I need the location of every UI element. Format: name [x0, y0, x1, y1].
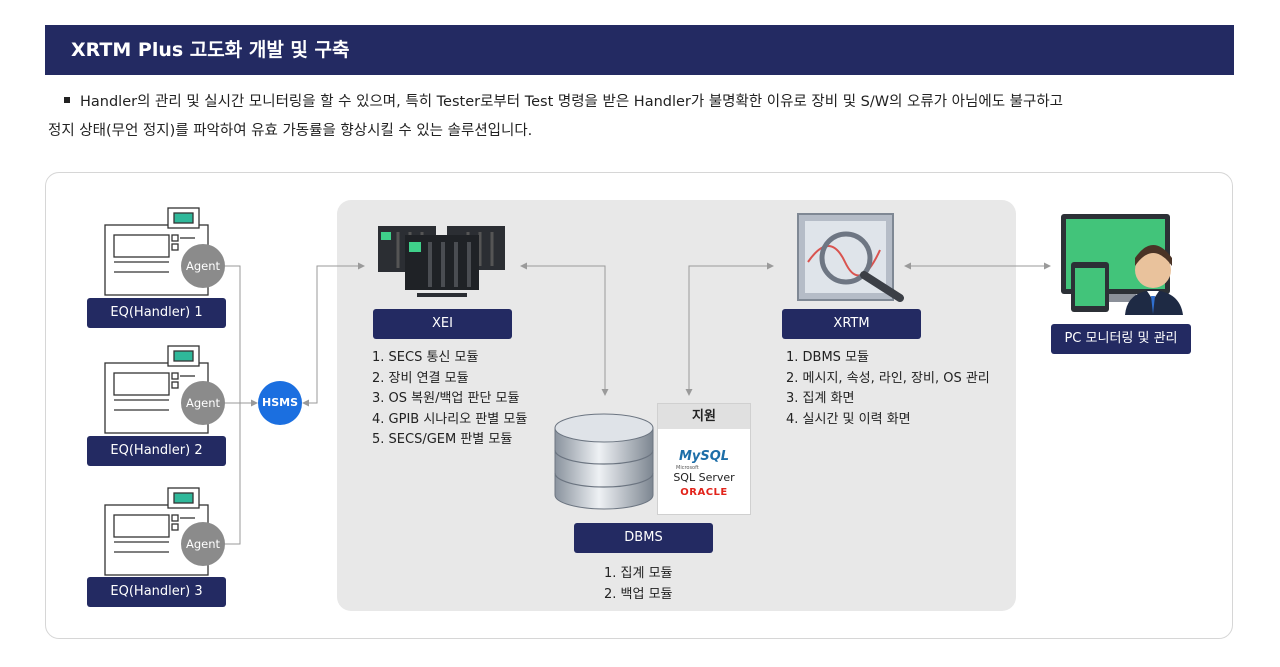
- page-title: XRTM Plus 고도화 개발 및 구축: [45, 25, 1234, 75]
- handler-machine-icon: [104, 207, 209, 296]
- xrtm-label: XRTM: [782, 309, 921, 339]
- supported-db-box: 지원 MySQL Microsoft SQL Server ORACLE: [657, 403, 751, 515]
- description: Handler의 관리 및 실시간 모니터링을 할 수 있으며, 특히 Test…: [48, 88, 1224, 146]
- xei-module-list: 1. SECS 통신 모듈 2. 장비 연결 모듈 3. OS 복원/백업 판단…: [372, 348, 527, 451]
- list-item: 4. GPIB 시나리오 판별 모듈: [372, 411, 528, 427]
- mysql-logo: MySQL: [678, 449, 730, 464]
- mssql-logo-top: Microsoft: [676, 465, 699, 471]
- description-line-2: 정지 상태(무언 정지)를 파악하여 유효 가동률을 향상시킬 수 있는 솔루션…: [48, 123, 533, 139]
- list-item: 1. 집계 모듈: [604, 566, 673, 581]
- bullet-icon: [64, 97, 70, 103]
- description-line-1: Handler의 관리 및 실시간 모니터링을 할 수 있으며, 특히 Test…: [64, 88, 1224, 117]
- dbms-module-list: 1. 집계 모듈 2. 백업 모듈: [604, 564, 673, 605]
- eq-handler-1-label: EQ(Handler) 1: [87, 298, 226, 328]
- oracle-logo: ORACLE: [680, 487, 728, 498]
- eq-handler-3-label: EQ(Handler) 3: [87, 577, 226, 607]
- agent-badge-2: Agent: [181, 381, 225, 425]
- xei-dbms-arrow: [520, 262, 609, 396]
- xei-label: XEI: [373, 309, 512, 339]
- list-item: 1. SECS 통신 모듈: [372, 350, 479, 365]
- list-item: 4. 실시간 및 이력 화면: [786, 411, 911, 427]
- eq-handler-2-label: EQ(Handler) 2: [87, 436, 226, 466]
- supported-db-title: 지원: [658, 404, 750, 429]
- hsms-xei-arrow: [302, 262, 365, 407]
- agent-badge-3: Agent: [181, 522, 225, 566]
- hsms-node: HSMS: [258, 381, 302, 425]
- agent-bus-line: [225, 265, 241, 545]
- mssql-logo: SQL Server: [673, 471, 735, 484]
- list-item: 2. 메시지, 속성, 라인, 장비, OS 관리: [786, 370, 990, 386]
- diagram-frame: [45, 172, 1233, 639]
- agent-badge-1: Agent: [181, 244, 225, 288]
- dbms-label: DBMS: [574, 523, 713, 553]
- list-item: 3. OS 복원/백업 판단 모듈: [372, 391, 520, 406]
- list-item: 3. 집계 화면: [786, 391, 855, 406]
- handler-machine-icon: [104, 487, 209, 576]
- list-item: 1. DBMS 모듈: [786, 350, 869, 365]
- list-item: 2. 백업 모듈: [604, 586, 673, 602]
- pc-monitoring-label: PC 모니터링 및 관리: [1051, 324, 1191, 354]
- xrtm-module-list: 1. DBMS 모듈 2. 메시지, 속성, 라인, 장비, OS 관리 3. …: [786, 348, 990, 430]
- dbms-xrtm-arrow: [685, 262, 774, 396]
- list-item: 2. 장비 연결 모듈: [372, 370, 469, 386]
- list-item: 5. SECS/GEM 판별 모듈: [372, 432, 513, 447]
